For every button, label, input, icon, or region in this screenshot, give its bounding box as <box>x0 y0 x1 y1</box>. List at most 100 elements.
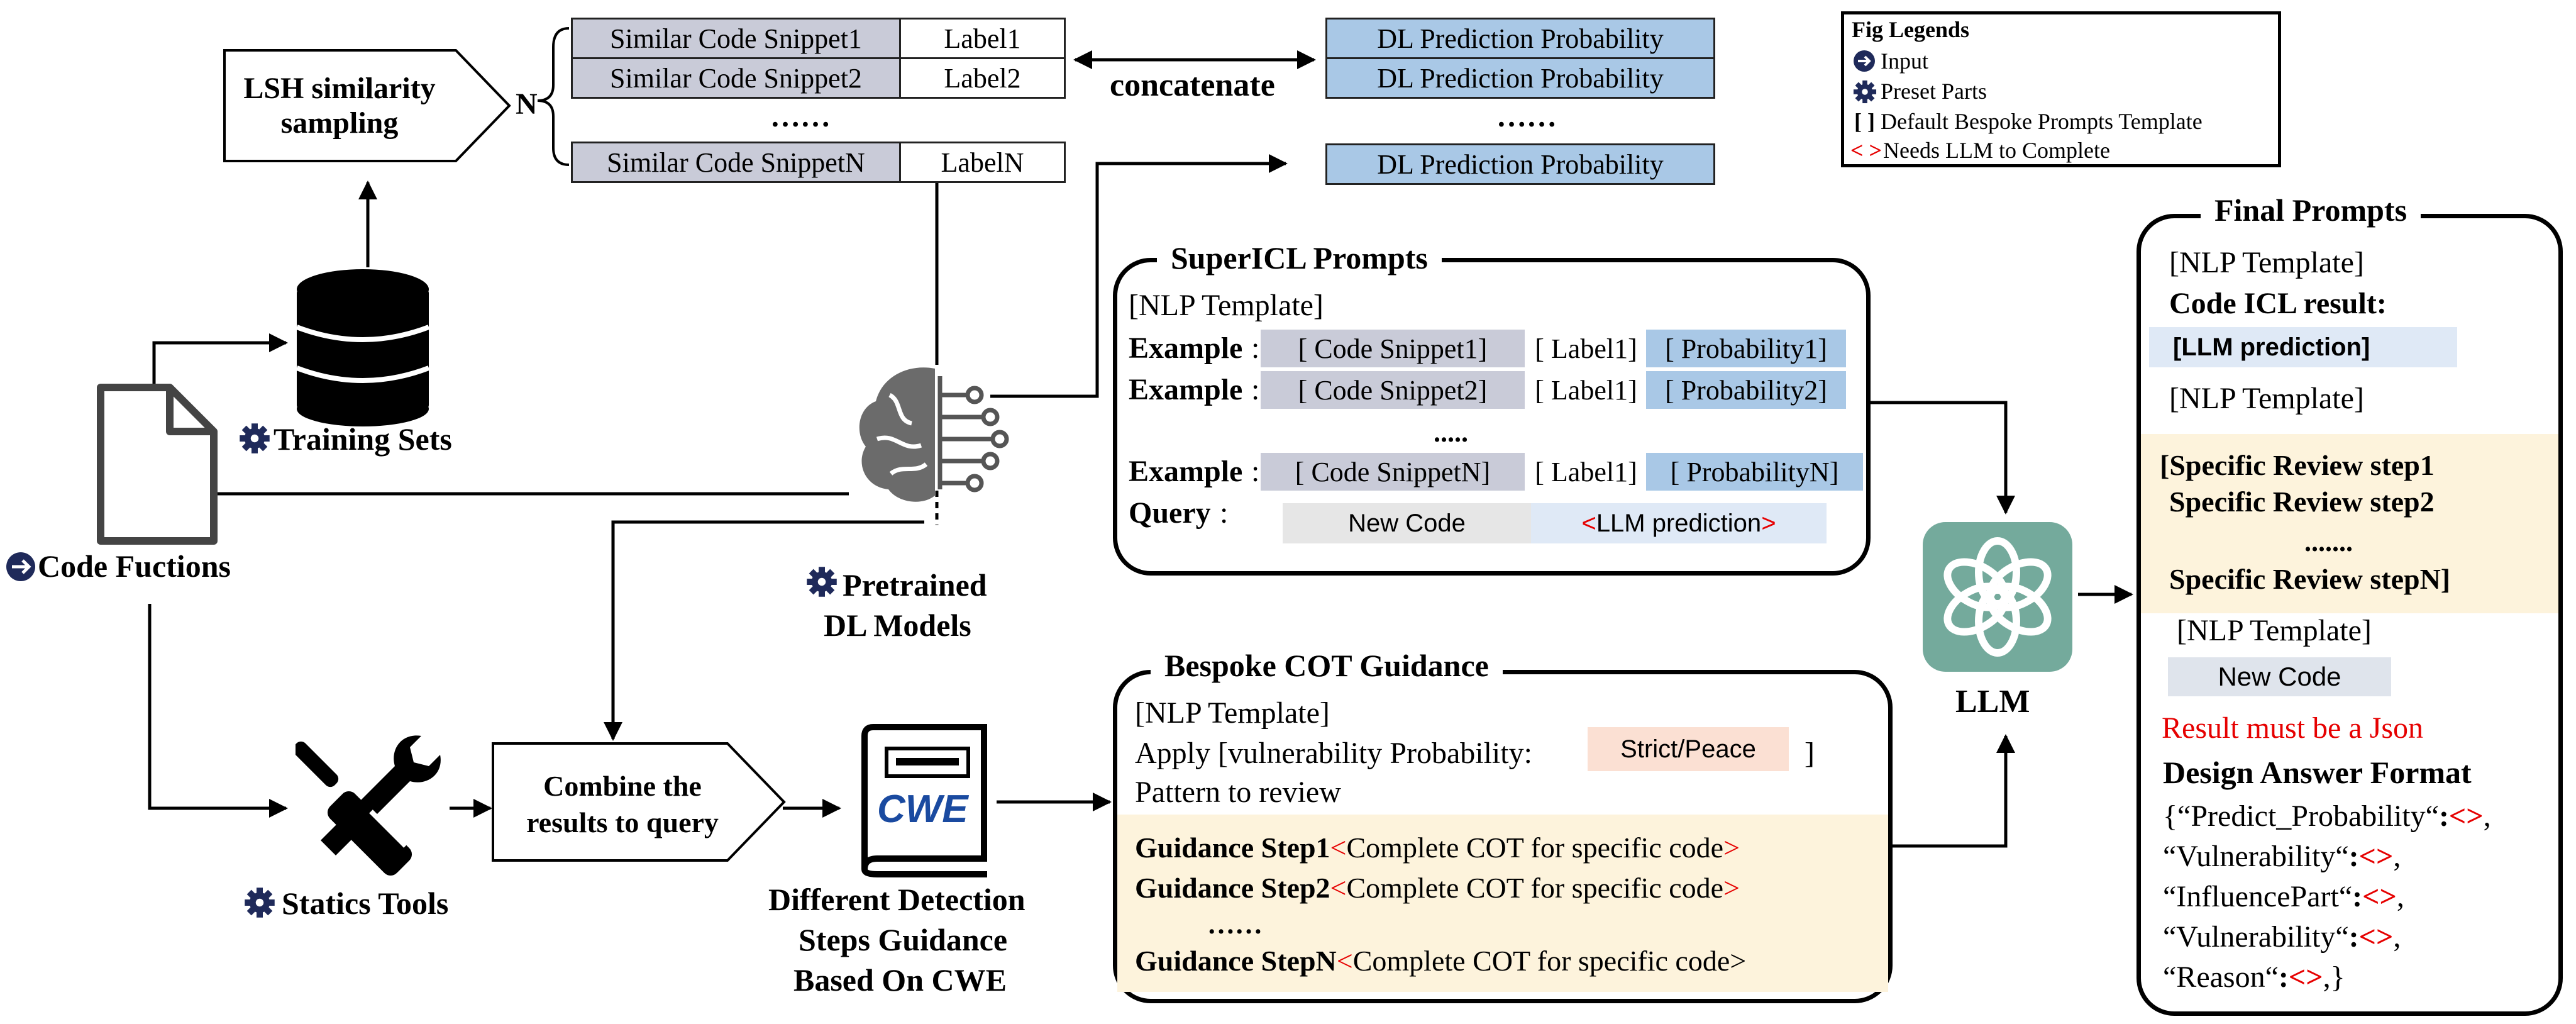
legend-item: Default Bespoke Prompts Template <box>1881 109 2203 134</box>
gt-symbol: > <box>1730 945 1747 977</box>
final-title: Final Prompts <box>2201 192 2421 228</box>
step-text: Complete COT for specific code <box>1346 832 1724 864</box>
lt-symbol: < <box>2358 920 2377 954</box>
gt-symbol: > <box>2376 920 2394 954</box>
gt-symbol: > <box>2376 840 2394 873</box>
gt-symbol: > <box>1761 509 1776 537</box>
snippet-label-cell: Label2 <box>899 57 1066 99</box>
supericl-dots: ..... <box>1434 417 1468 448</box>
example-label: Example <box>1129 331 1243 365</box>
legend-item: Input <box>1881 48 1928 74</box>
format-colon: : <box>2348 920 2359 954</box>
legend-item: Preset Parts <box>1881 79 1987 104</box>
prob-cell: DL Prediction Probability <box>1325 143 1715 185</box>
arrow-brain-to-prob <box>990 154 1288 398</box>
format-sep: , <box>2393 840 2401 873</box>
statics-tools-label: Statics Tools <box>282 886 449 921</box>
lt-symbol: < <box>1330 832 1347 864</box>
format-line: “Vulnerability“:<>, <box>2163 839 2401 874</box>
example-prob: [ Probability1] <box>1646 330 1846 367</box>
snippet-code-cell: Similar Code SnippetN <box>571 142 901 183</box>
strict-peace-cell: Strict/Peace <box>1588 727 1789 771</box>
format-colon: : <box>2352 880 2363 913</box>
combine-line1: Combine the <box>543 770 702 802</box>
example-label: Example <box>1129 455 1243 488</box>
snippet-label-cell: LabelN <box>899 142 1066 183</box>
design-format-label: Design Answer Format <box>2163 755 2472 790</box>
format-sep: , <box>2396 880 2404 913</box>
final-nlp-template: [NLP Template] <box>2169 246 2364 279</box>
step-text: Complete COT for specific code <box>1346 872 1724 904</box>
guidance-line1: Different Detection <box>768 882 1025 917</box>
guidance-line2: Steps Guidance <box>799 922 1008 957</box>
colon: : <box>1251 331 1260 365</box>
tools-icon <box>296 735 441 876</box>
concatenate-label: concatenate <box>1110 67 1275 103</box>
angle-bracket-icon: < > <box>1850 138 1882 163</box>
gear-icon <box>807 567 837 597</box>
code-functions-label: Code Fuctions <box>38 548 231 584</box>
database-icon <box>296 269 430 426</box>
colon: : <box>1251 455 1260 488</box>
final-llm-prediction: [LLM prediction] <box>2149 327 2457 367</box>
new-code-cell: New Code <box>1283 503 1531 543</box>
guidance-step: Guidance Step1<Complete COT for specific… <box>1135 830 1740 865</box>
gt-symbol: > <box>1723 832 1740 864</box>
prob-dots: …… <box>1496 100 1557 133</box>
guidance-step: Guidance StepN<Complete COT for specific… <box>1135 943 1746 979</box>
cwe-book-icon <box>861 724 987 877</box>
cot-steps-highlight <box>1117 815 1888 992</box>
cot-pattern-text: Pattern to review <box>1135 776 1341 809</box>
format-sep: , <box>2393 920 2401 954</box>
cot-title: Bespoke COT Guidance <box>1151 648 1503 683</box>
lt-symbol: < <box>1581 509 1596 537</box>
example-code: [ Code Snippet1] <box>1261 330 1525 367</box>
final-nlp-template: [NLP Template] <box>2177 614 2372 647</box>
format-key: “Vulnerability“ <box>2163 840 2349 873</box>
review-step: [Specific Review step1 <box>2160 449 2435 481</box>
lt-symbol: < <box>2358 840 2377 873</box>
prob-cell: DL Prediction Probability <box>1325 57 1715 99</box>
arrow-brain-to-combine <box>604 520 924 741</box>
pretrained-line2: DL Models <box>824 608 971 643</box>
format-line: “InfluencePart“:<>, <box>2163 879 2404 915</box>
cot-nlp-template: [NLP Template] <box>1135 696 1330 730</box>
format-line: {“Predict_Probability“:<>, <box>2163 799 2491 834</box>
gt-symbol: > <box>2466 799 2484 833</box>
guidance-line3: Based On CWE <box>793 962 1007 998</box>
llm-prediction-cell: <LLM prediction> <box>1531 503 1827 543</box>
format-key: “Vulnerability“ <box>2163 920 2349 954</box>
prob-cell: DL Prediction Probability <box>1325 18 1715 59</box>
example-code: [ Code SnippetN] <box>1261 453 1525 491</box>
lt-symbol: < <box>2448 799 2467 833</box>
example-label: Example <box>1129 373 1243 406</box>
legend-item: Needs LLM to Complete <box>1883 138 2110 163</box>
gt-symbol: > <box>1723 872 1740 904</box>
final-new-code: New Code <box>2168 657 2391 696</box>
step-label: Guidance Step1 <box>1135 832 1330 864</box>
query-label: Query <box>1129 496 1211 530</box>
example-label-value: [ Label1] <box>1525 330 1647 367</box>
format-key: “Reason“ <box>2163 960 2279 994</box>
combine-line2: results to query <box>526 806 719 838</box>
arrow-supericl-to-llm <box>1867 401 2015 515</box>
example-prob: [ ProbabilityN] <box>1646 453 1863 491</box>
lt-symbol: < <box>1336 945 1353 977</box>
example-code: [ Code Snippet2] <box>1261 371 1525 409</box>
final-nlp-template: [NLP Template] <box>2169 382 2364 415</box>
snippet-code-cell: Similar Code Snippet1 <box>571 18 901 59</box>
llm-logo-icon <box>1943 537 2052 657</box>
result-json-note: Result must be a Json <box>2162 711 2423 745</box>
snippet-dots: …… <box>770 100 831 133</box>
step-text: Complete COT for specific code <box>1352 945 1730 977</box>
review-dots: ....... <box>2304 526 2353 557</box>
bracket-icon: [ ] <box>1854 109 1875 134</box>
format-sep: ,} <box>2323 960 2345 994</box>
lsh-shape <box>223 49 511 162</box>
snippet-label-cell: Label1 <box>899 18 1066 59</box>
example-label-value: [ Label1] <box>1525 371 1647 409</box>
review-steps-highlight <box>2141 434 2558 613</box>
review-step: Specific Review stepN] <box>2169 563 2451 595</box>
lsh-line2: sampling <box>280 106 399 140</box>
